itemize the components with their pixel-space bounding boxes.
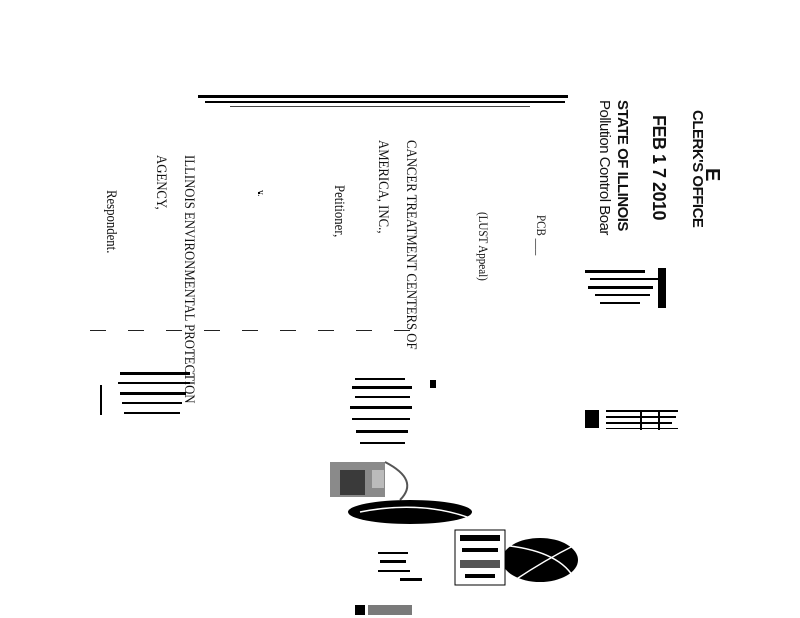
caption-dash: [242, 330, 258, 331]
header-rule-3: [230, 106, 530, 107]
illegible-heading-block: [585, 410, 678, 430]
signature-blob: [348, 500, 472, 524]
photo-smudge: [330, 461, 409, 501]
caption-dash: [90, 330, 106, 331]
illegible-left-block: [100, 372, 190, 415]
caption-dash: [394, 330, 410, 331]
caption-dash: [204, 330, 220, 331]
header-rule-2: [205, 101, 565, 103]
header-rule-1: [198, 95, 568, 98]
caption-dash: [280, 330, 296, 331]
caption-dash: [166, 330, 182, 331]
illegible-mark-stamp: [585, 268, 666, 308]
illegible-seal-text: [378, 552, 422, 581]
caption-dash: [356, 330, 372, 331]
caption-dash: [128, 330, 144, 331]
illegible-title-block: [350, 378, 436, 444]
page-number-mark: [355, 605, 412, 615]
signature-stroke: [359, 506, 471, 519]
caption-dash: [318, 330, 334, 331]
seal-stamp: [454, 529, 578, 586]
